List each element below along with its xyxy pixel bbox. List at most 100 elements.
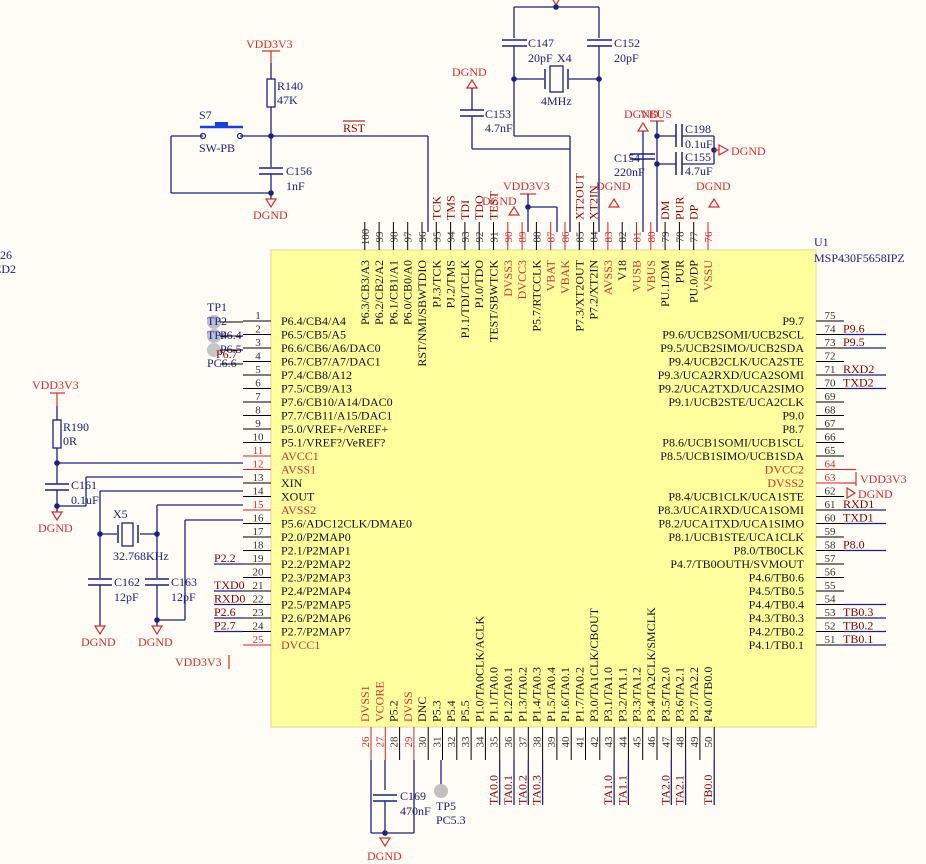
capacitor-c155[interactable] [675, 152, 683, 175]
crystal-x5[interactable] [117, 522, 139, 547]
test-point-tp4[interactable] [207, 329, 221, 343]
capacitor-c147[interactable] [502, 39, 527, 47]
capacitor-c153[interactable] [460, 109, 484, 117]
resistor-r190[interactable] [52, 419, 62, 449]
chip-body-u1[interactable] [270, 249, 817, 728]
capacitor-c163[interactable] [145, 578, 169, 586]
capacitor-c152[interactable] [587, 39, 612, 47]
resistor-r140[interactable] [266, 78, 276, 108]
test-point-tp6[interactable] [207, 343, 221, 357]
capacitor-c162[interactable] [88, 578, 112, 586]
crystal-x4[interactable] [544, 65, 569, 93]
pushbutton-s7[interactable] [199, 122, 244, 140]
capacitor-c154[interactable] [630, 153, 655, 160]
capacitor-c161[interactable] [45, 483, 69, 491]
capacitor-c198[interactable] [675, 124, 683, 147]
